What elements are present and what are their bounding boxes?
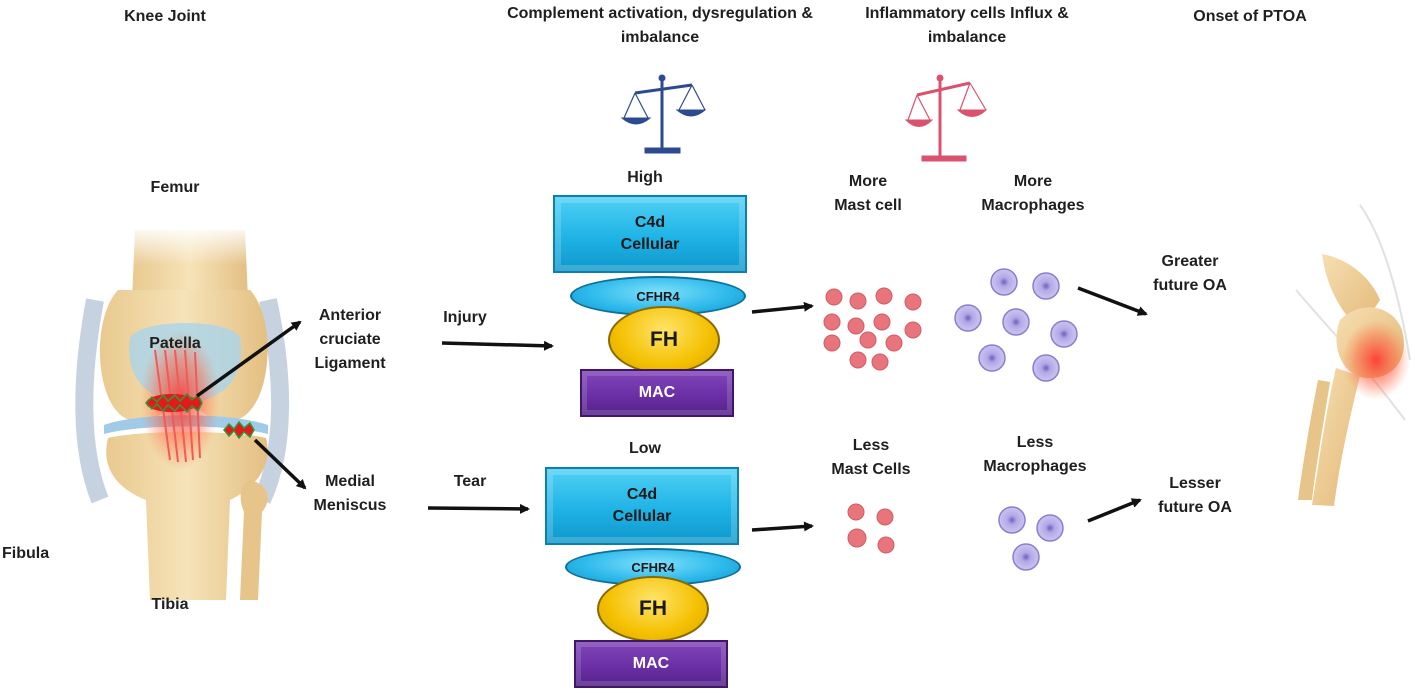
onset-ptoa-heading: Onset of PTOA (1193, 8, 1307, 25)
mac-block-high: MAC (580, 369, 734, 417)
arrow-to-acl (195, 320, 302, 398)
low-level-label: Low (629, 440, 661, 457)
more-mast-line1: More (848, 173, 888, 190)
arrow-low-to-mast (751, 521, 814, 532)
fh-ellipse-low: FH (597, 576, 709, 642)
patella-label: Patella (149, 335, 201, 352)
medial-meniscus-label: Medial Meniscus (305, 470, 395, 518)
macrophages-less (998, 506, 1064, 571)
balance-scale-icon (904, 74, 988, 162)
more-macro-line2: Macrophages (981, 197, 1085, 214)
knee-joint-heading: Knee Joint (124, 8, 206, 25)
balance-scale-icon (620, 74, 707, 154)
less-mast-line1: Less (852, 437, 890, 454)
lesser-future-oa-label: Lesser future OA (1140, 472, 1250, 520)
acl-injury-burst (144, 392, 203, 414)
less-mast-line2: Mast Cells (831, 461, 911, 478)
femur-label: Femur (150, 179, 200, 196)
high-level-label: High (627, 169, 663, 186)
arrow-to-meniscus (253, 438, 307, 490)
greater-line2: future OA (1153, 277, 1227, 294)
c4d-cellular-block-high: C4d Cellular (553, 195, 747, 273)
less-macro-line1: Less (1016, 434, 1054, 451)
less-macro-line2: Macrophages (983, 458, 1087, 475)
meniscus-tear-burst (223, 420, 255, 440)
tibia-label: Tibia (151, 596, 189, 613)
ptoa-knee-illustration (1295, 204, 1411, 506)
cellular-label-low: Cellular (612, 508, 672, 525)
acl-label: Anterior cruciate Ligament (300, 304, 400, 376)
cellular-label-high: Cellular (620, 236, 680, 253)
arrow-to-greater (1077, 286, 1148, 316)
c4d-cellular-block-low: C4d Cellular (545, 467, 739, 545)
greater-line1: Greater (1161, 253, 1219, 270)
fh-ellipse-high: FH (608, 306, 720, 374)
lesser-line1: Lesser (1169, 475, 1221, 492)
tear-label: Tear (453, 473, 487, 490)
acl-label-line2: cruciate (319, 331, 381, 348)
injury-label: Injury (443, 309, 487, 326)
arrow-injury (441, 340, 554, 351)
acl-label-line3: Ligament (314, 355, 386, 372)
flow-arrows (195, 286, 1148, 532)
mast-cells-more (823, 287, 922, 371)
c4d-label-low: C4d (626, 486, 658, 503)
medial-meniscus-line1: Medial (325, 473, 375, 490)
fibula-label: Fibula (2, 545, 50, 562)
arrow-to-lesser (1087, 498, 1142, 523)
mac-block-low: MAC (574, 640, 728, 688)
more-mast-cell-label: More Mast cell (818, 170, 918, 218)
inflammatory-heading-line1: Inflammatory cells Influx & (865, 5, 1069, 22)
acl-label-line1: Anterior (318, 307, 382, 324)
lesser-line2: future OA (1158, 499, 1232, 516)
complement-heading: Complement activation, dysregulation & i… (470, 2, 850, 50)
macrophages-more (954, 268, 1078, 382)
more-macro-line1: More (1013, 173, 1053, 190)
greater-future-oa-label: Greater future OA (1130, 250, 1250, 298)
more-mast-line2: Mast cell (834, 197, 902, 214)
less-macrophages-label: Less Macrophages (970, 431, 1100, 479)
medial-meniscus-line2: Meniscus (313, 497, 387, 514)
mast-cells-less (847, 503, 895, 554)
knee-illustration (75, 225, 290, 600)
more-macrophages-label: More Macrophages (968, 170, 1098, 218)
inflammatory-heading: Inflammatory cells Influx & imbalance (842, 2, 1092, 50)
complement-heading-line1: Complement activation, dysregulation & (507, 5, 813, 22)
arrow-tear (427, 503, 530, 514)
arrow-high-to-mast (751, 301, 814, 314)
less-mast-cells-label: Less Mast Cells (816, 434, 926, 482)
complement-heading-line2: imbalance (620, 29, 700, 46)
inflammatory-heading-line2: imbalance (927, 29, 1007, 46)
c4d-label-high: C4d (634, 214, 666, 231)
